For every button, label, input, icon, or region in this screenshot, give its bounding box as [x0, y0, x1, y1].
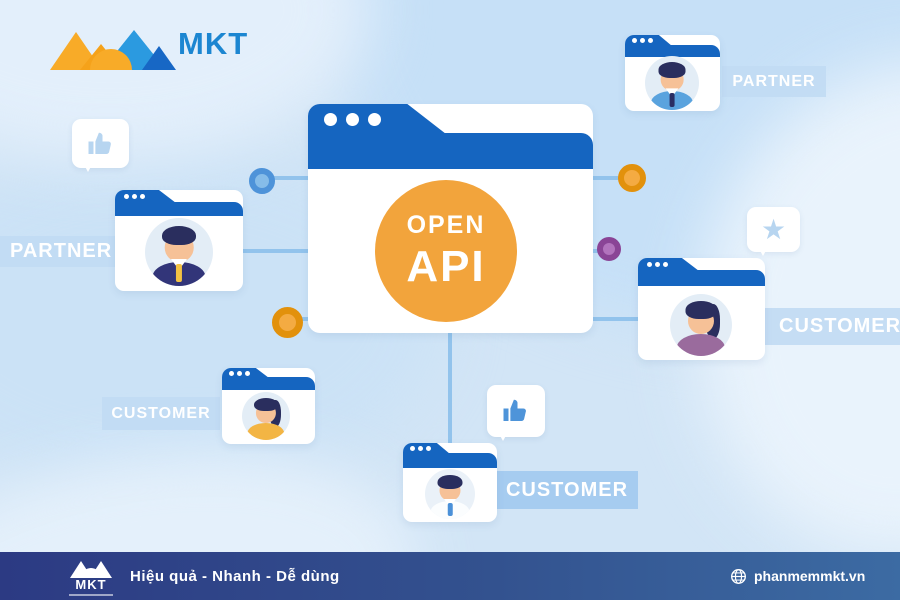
avatar-hair: [162, 226, 196, 246]
label-customer-bottom-center: CUSTOMER: [496, 471, 638, 509]
like-bubble: [487, 385, 545, 441]
avatar-hair: [685, 301, 717, 319]
open-api-window: OPEN API: [308, 104, 593, 333]
label-customer-bottom-left: CUSTOMER: [102, 397, 220, 430]
window-dot: [237, 370, 242, 376]
connector-node-dot-orange: [618, 164, 646, 192]
label-partner-left: PARTNER: [0, 236, 126, 267]
window-dot: [132, 194, 137, 199]
window-dot: [124, 194, 129, 199]
footer-mkt-logo: MKT: [68, 558, 118, 598]
open-api-badge: OPEN API: [375, 180, 517, 322]
window-dot: [140, 194, 145, 199]
window-dot: [632, 38, 637, 43]
thumbs-up-icon: [503, 399, 526, 421]
customer-avatar: [425, 469, 475, 519]
avatar-tie: [447, 503, 453, 516]
window-dot: [647, 262, 652, 267]
avatar-body: [676, 333, 726, 356]
window-tab: [222, 368, 269, 378]
window-dot: [245, 370, 250, 376]
window-dot: [229, 370, 234, 376]
footer-website-text: phanmemmkt.vn: [754, 568, 866, 584]
connector-node-dot-purple: [597, 237, 621, 261]
footer-mkt-logo-text: MKT: [75, 577, 107, 592]
star-icon: ★: [760, 213, 787, 245]
window-control-dots: [124, 194, 145, 199]
customer-avatar: [242, 392, 290, 440]
thumbs-up-icon: [88, 132, 111, 154]
window-titlebar: [638, 270, 765, 286]
mkt-logo-text: MKT: [178, 26, 249, 61]
avatar-hair: [658, 62, 686, 78]
window-dot: [648, 38, 653, 43]
partner-avatar: [145, 218, 213, 286]
window-dot: [418, 446, 423, 451]
window-dot: [426, 446, 431, 451]
footer-logo-tagline: [69, 594, 113, 596]
window-tab: [115, 190, 176, 203]
window-titlebar: [308, 133, 593, 169]
label-customer-right: CUSTOMER: [765, 308, 900, 345]
star-bubble: ★: [747, 207, 800, 256]
partner-avatar: [645, 56, 699, 110]
mkt-logo: MKT: [50, 20, 250, 70]
footer-slogan: Hiệu quả - Nhanh - Dễ dùng: [130, 567, 340, 585]
partner-card-left: [115, 190, 243, 291]
avatar-body: [247, 422, 285, 440]
logo-sun-icon: [90, 49, 132, 70]
window-tab: [403, 443, 450, 454]
customer-avatar: [670, 294, 732, 356]
window-titlebar: [625, 45, 720, 57]
window-dot: [324, 112, 337, 126]
connector-node-dot-orange: [272, 307, 303, 338]
globe-icon: [731, 568, 746, 584]
window-tab: [308, 104, 446, 134]
window-titlebar: [222, 377, 315, 390]
window-control-dots: [632, 38, 653, 43]
window-titlebar: [115, 202, 243, 216]
window-control-dots: [324, 112, 381, 126]
avatar-tie: [669, 92, 675, 107]
window-titlebar: [403, 453, 497, 468]
window-dot: [346, 112, 359, 126]
avatar-hair: [254, 397, 278, 412]
logo-sun-icon: [81, 568, 101, 578]
customer-card-bottom-left: [222, 368, 315, 444]
open-api-label-line2: API: [406, 241, 486, 291]
window-dot: [410, 446, 415, 451]
connector-node-dot-blue: [249, 168, 275, 194]
window-tab: [625, 35, 672, 46]
footer-bar: MKT Hiệu quả - Nhanh - Dễ dùng phanmemmk…: [0, 552, 900, 600]
window-tab: [638, 258, 699, 271]
partner-card-top-right: [625, 35, 720, 111]
window-dot: [655, 262, 660, 267]
customer-card-right: [638, 258, 765, 360]
window-control-dots: [410, 446, 431, 451]
avatar-hair: [437, 475, 463, 489]
label-partner-top-right: PARTNER: [722, 66, 826, 97]
window-dot: [663, 262, 668, 267]
open-api-label-line1: OPEN: [406, 210, 486, 239]
window-control-dots: [229, 370, 250, 376]
customer-card-bottom-center: [403, 443, 497, 522]
window-control-dots: [647, 262, 668, 267]
window-dot: [368, 112, 381, 126]
like-bubble: [72, 119, 129, 172]
window-dot: [640, 38, 645, 43]
avatar-tie: [175, 264, 183, 282]
connector-line: [448, 330, 452, 445]
footer-website: phanmemmkt.vn: [730, 552, 865, 600]
